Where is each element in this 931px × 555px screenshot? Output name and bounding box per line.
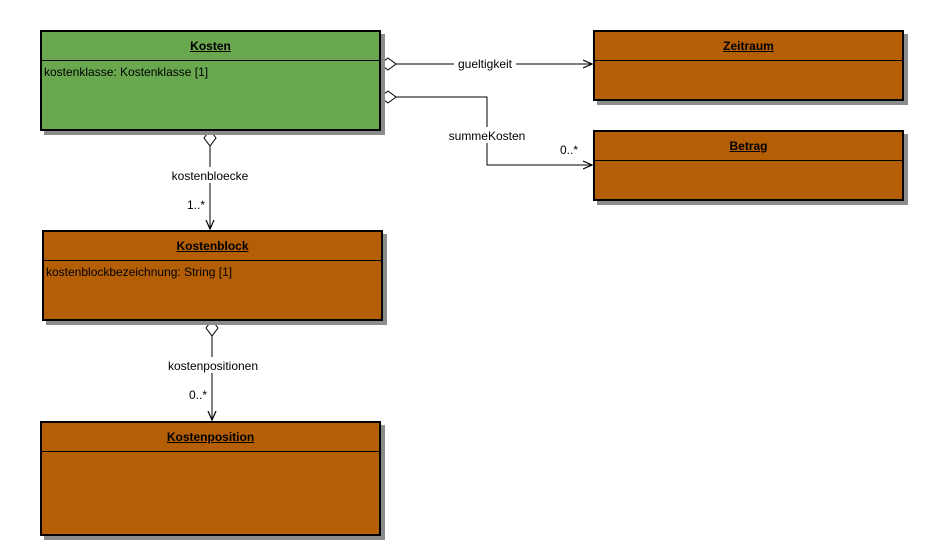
aggregation-diamond-summe-kosten — [379, 90, 397, 104]
class-attribute-kostenposition — [42, 452, 379, 460]
multiplicity-summe-kosten: 0..* — [560, 143, 578, 157]
class-attribute-betrag — [595, 161, 902, 169]
class-kostenposition[interactable]: Kostenposition — [40, 421, 381, 536]
class-kostenblock[interactable]: Kostenblock kostenblockbezeichnung: Stri… — [42, 230, 383, 321]
association-kostenpositionen[interactable]: kostenpositionen 0..* — [164, 319, 262, 420]
aggregation-diamond-gueltigkeit — [379, 57, 397, 71]
association-gueltigkeit[interactable]: gueltigkeit — [379, 55, 592, 71]
aggregation-diamond-kostenpositionen — [205, 319, 219, 337]
aggregation-diamond-kostenbloecke — [203, 129, 217, 147]
class-title-betrag: Betrag — [595, 132, 902, 161]
class-title-zeitraum: Zeitraum — [595, 32, 902, 61]
class-zeitraum[interactable]: Zeitraum — [593, 30, 904, 101]
class-attribute-zeitraum — [595, 61, 902, 69]
label-kostenpositionen: kostenpositionen — [168, 359, 258, 373]
association-summe-kosten[interactable]: summeKosten 0..* — [379, 90, 592, 165]
multiplicity-kostenbloecke: 1..* — [187, 198, 205, 212]
label-gueltigkeit: gueltigkeit — [458, 57, 513, 71]
class-betrag[interactable]: Betrag — [593, 130, 904, 201]
multiplicity-kostenpositionen: 0..* — [189, 388, 207, 402]
label-summe-kosten: summeKosten — [449, 129, 526, 143]
class-title-kosten: Kosten — [42, 32, 379, 61]
class-title-kostenposition: Kostenposition — [42, 423, 379, 452]
class-title-kostenblock: Kostenblock — [44, 232, 381, 261]
association-kostenbloecke[interactable]: kostenbloecke 1..* — [170, 129, 252, 229]
label-kostenbloecke: kostenbloecke — [172, 169, 249, 183]
class-attribute-kostenblock: kostenblockbezeichnung: String [1] — [46, 265, 233, 279]
class-attribute-kosten: kostenklasse: Kostenklasse [1] — [44, 65, 209, 79]
class-kosten[interactable]: Kosten kostenklasse: Kostenklasse [1] — [40, 30, 381, 131]
